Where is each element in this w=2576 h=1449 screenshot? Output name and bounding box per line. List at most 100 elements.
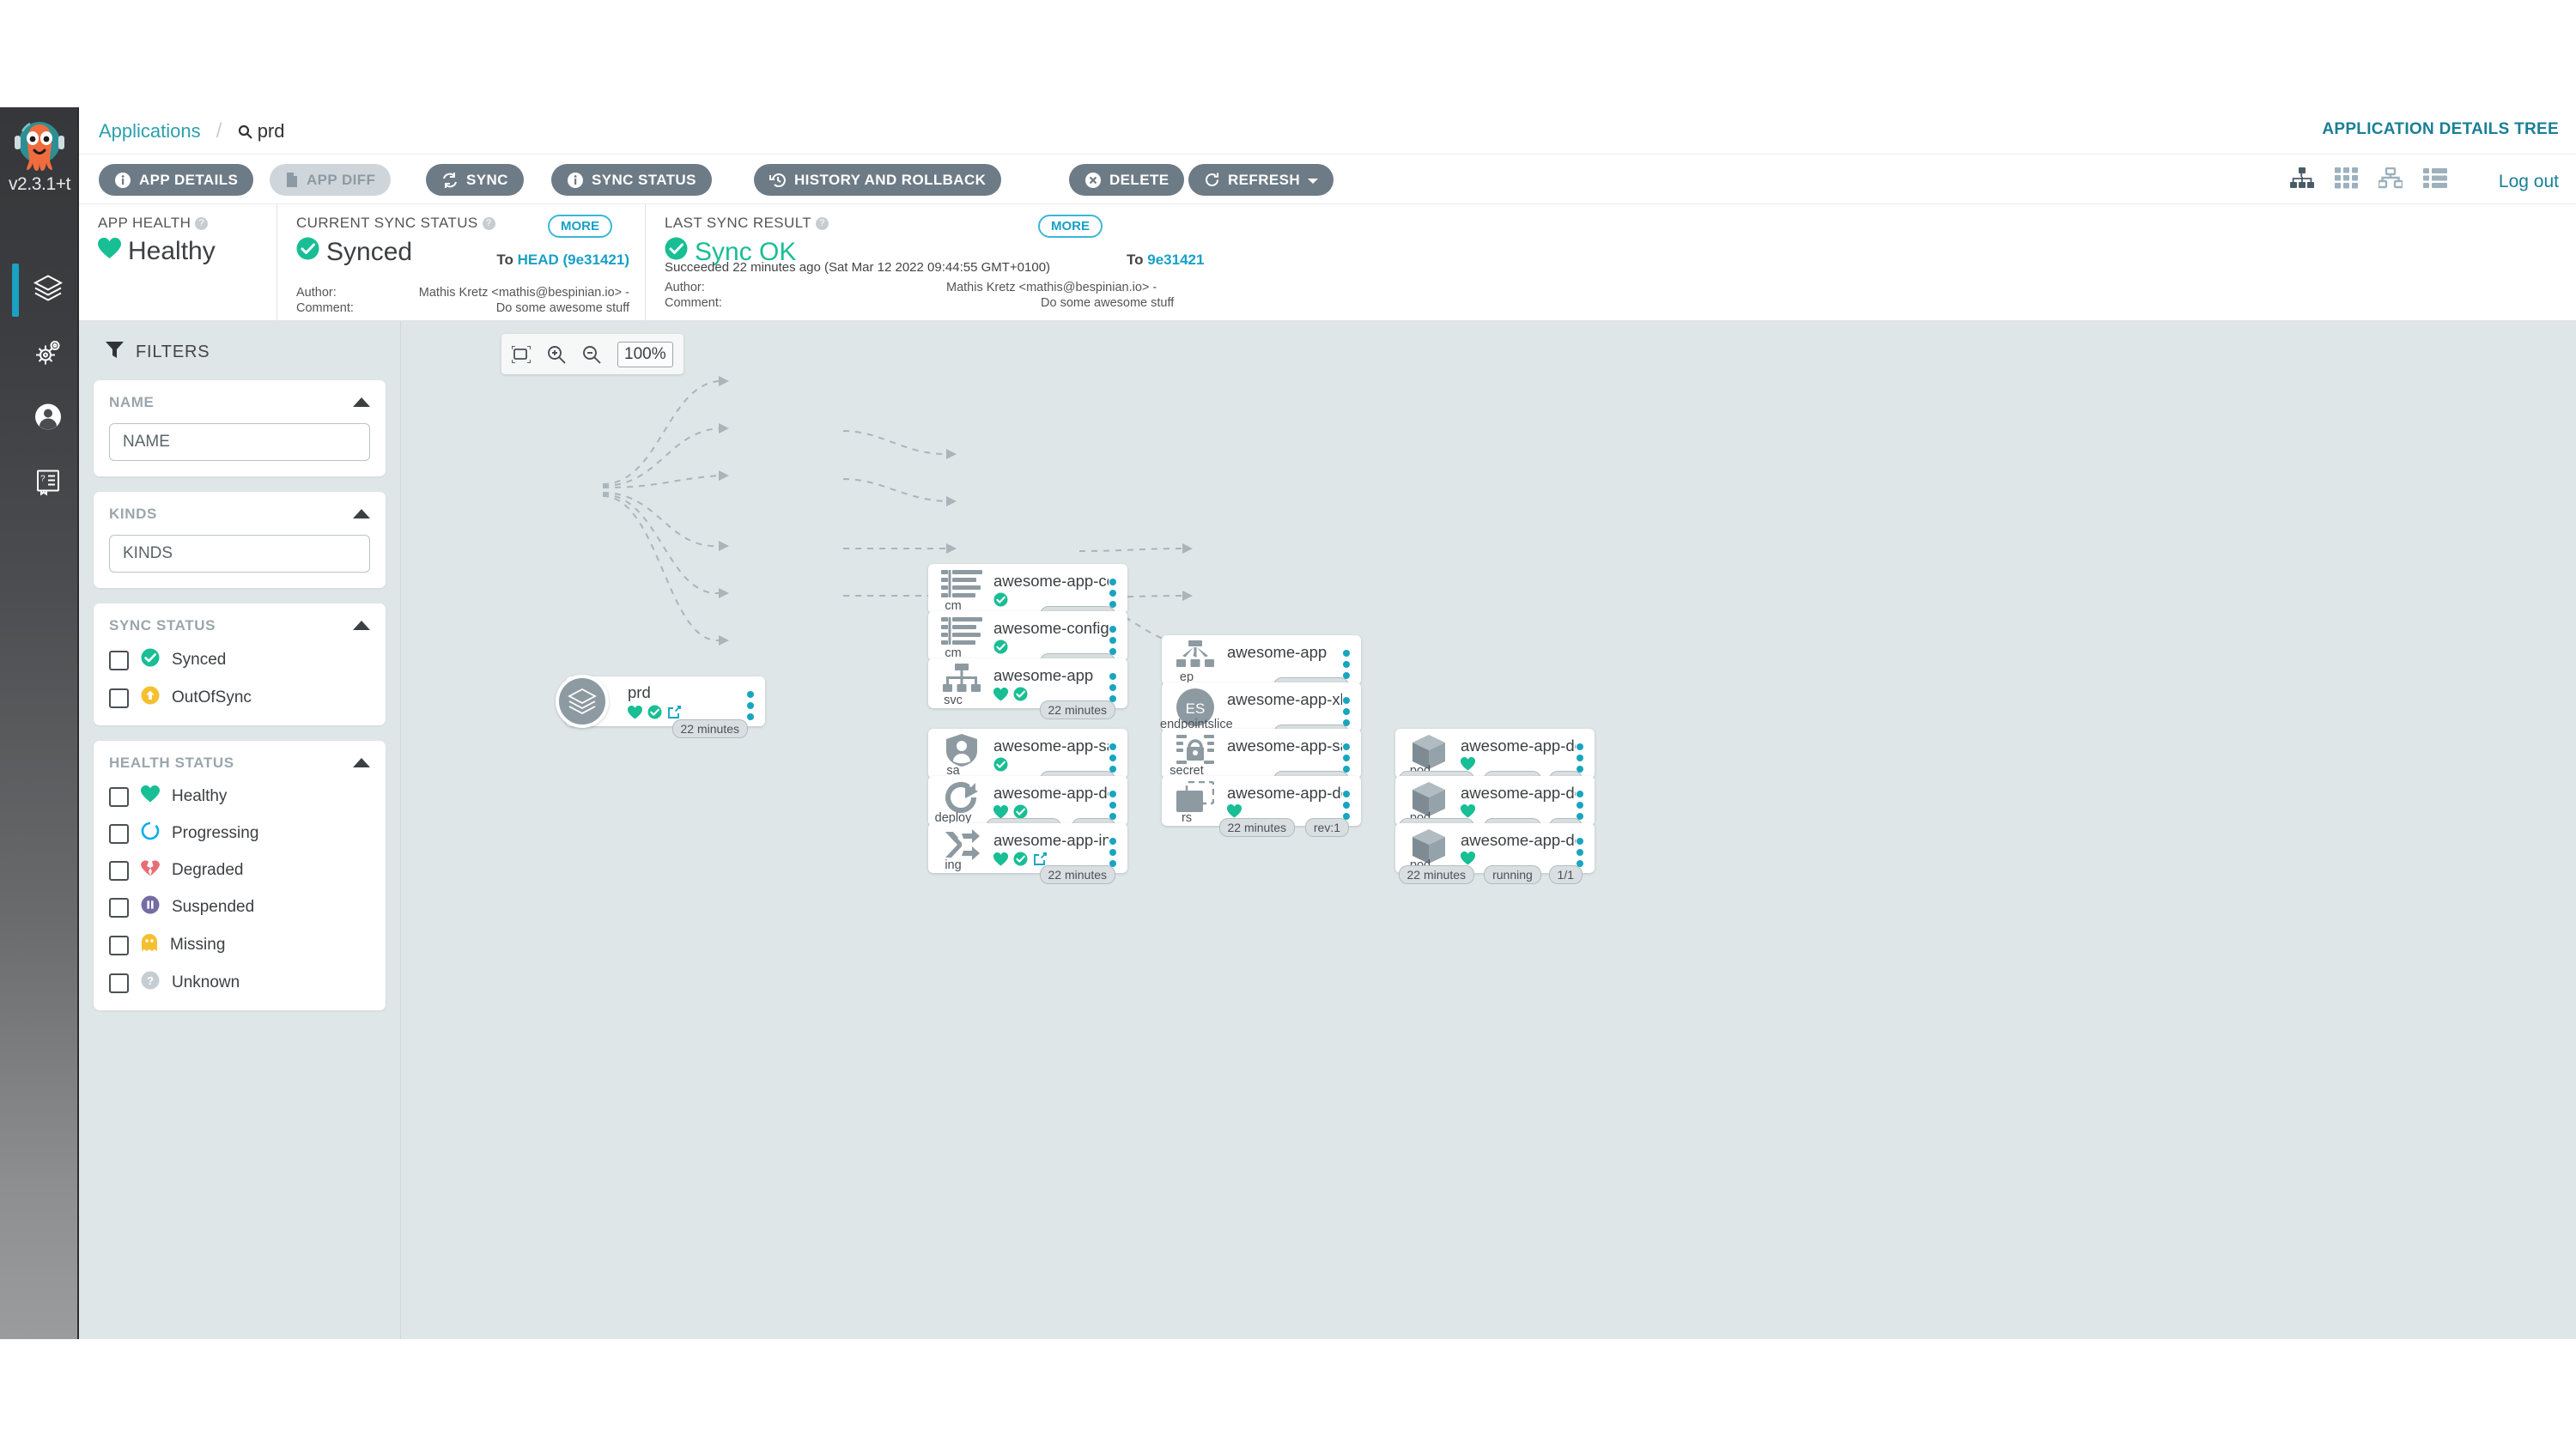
- current-sync-more-button[interactable]: MORE: [548, 215, 612, 238]
- logout-button[interactable]: Log out: [2498, 172, 2559, 191]
- last-sync-revision-link[interactable]: 9e31421: [1147, 252, 1205, 268]
- sync-button[interactable]: SYNC: [426, 164, 524, 196]
- application-tree-graph[interactable]: 100%: [401, 321, 2576, 1339]
- filter-name-header-row[interactable]: NAME: [109, 394, 370, 411]
- sidebar-item-settings[interactable]: [0, 326, 79, 383]
- app-diff-button[interactable]: APP DIFF: [270, 164, 392, 196]
- graph-node-ep[interactable]: ep awesome-app 22 minutes: [1162, 635, 1361, 696]
- graph-node-rs[interactable]: rs awesome-app-deployment-7fd... rev:122…: [1162, 776, 1361, 837]
- chevron-down-icon: [1308, 172, 1319, 189]
- ingress-icon: [939, 828, 985, 865]
- graph-node-es[interactable]: ES endpointslice awesome-app-xbw2g 22 mi…: [1160, 682, 1361, 743]
- list-icon[interactable]: [2423, 167, 2447, 193]
- delete-label: DELETE: [1109, 171, 1170, 188]
- external-link-icon[interactable]: [667, 705, 682, 724]
- node-menu-button[interactable]: [1109, 838, 1116, 871]
- sidebar-item-applications[interactable]: [0, 262, 79, 318]
- filter-option-missing[interactable]: Missing: [109, 933, 370, 957]
- zoom-level[interactable]: 100%: [617, 341, 673, 367]
- refresh-button[interactable]: REFRESH: [1188, 164, 1334, 196]
- node-menu-button[interactable]: [1577, 791, 1583, 824]
- breadcrumb-applications[interactable]: Applications: [99, 120, 201, 142]
- checkbox-missing[interactable]: [109, 935, 129, 955]
- graph-node-svc[interactable]: svc awesome-app 22 minutes: [928, 658, 1127, 719]
- checkbox-degraded[interactable]: [109, 860, 129, 881]
- grid-icon[interactable]: [2335, 167, 2358, 193]
- node-menu-button[interactable]: [1109, 626, 1116, 659]
- node-menu-button[interactable]: [1343, 650, 1350, 683]
- node-menu-button[interactable]: [1109, 579, 1116, 612]
- tree-icon[interactable]: [2290, 167, 2314, 193]
- external-link-icon[interactable]: [1033, 852, 1048, 870]
- last-sync-more-button[interactable]: MORE: [1038, 215, 1103, 238]
- filter-option-outofsync[interactable]: OutOfSync: [109, 686, 370, 710]
- sync-status-button[interactable]: SYNC STATUS: [551, 164, 712, 196]
- refresh-icon: [1204, 172, 1220, 188]
- zoom-out-icon[interactable]: [582, 345, 601, 364]
- checkbox-healthy[interactable]: [109, 786, 129, 807]
- checkbox-outofsync[interactable]: [109, 688, 129, 708]
- last-sync-author-label: Author:: [665, 281, 705, 294]
- help-icon[interactable]: ?: [195, 217, 209, 230]
- node-menu-button[interactable]: [1109, 791, 1116, 824]
- zoom-in-icon[interactable]: [547, 345, 566, 364]
- horizontal-scrollbar-track[interactable]: [723, 1331, 2576, 1339]
- help-icon[interactable]: ?: [482, 217, 495, 230]
- file-icon: [285, 172, 299, 188]
- chevron-up-icon[interactable]: [353, 394, 370, 411]
- node-menu-button[interactable]: [1343, 791, 1350, 824]
- fit-to-screen-icon[interactable]: [512, 345, 531, 363]
- check-circle-icon: [993, 640, 1008, 658]
- node-badges: [1460, 803, 1476, 822]
- graph-node-secret[interactable]: secret awesome-app-sa-token-64z88 22 min…: [1162, 729, 1361, 790]
- graph-node-cm2[interactable]: cm awesome-config-5g8mhd4kcb 22 minutes: [928, 611, 1127, 672]
- node-menu-button[interactable]: [1109, 743, 1116, 777]
- filter-option-synced[interactable]: Synced: [109, 648, 370, 672]
- filter-kinds-header-row[interactable]: KINDS: [109, 506, 370, 523]
- node-badges: [1460, 851, 1476, 870]
- sidebar-item-documentation[interactable]: ?: [0, 455, 79, 512]
- check-circle-icon: [647, 705, 662, 724]
- chevron-up-icon[interactable]: [353, 506, 370, 523]
- graph-node-sa[interactable]: sa awesome-app-sa 22 minutes: [928, 729, 1127, 790]
- graph-node-pod2[interactable]: pod awesome-app-deployment-7fd... 1/1run…: [1395, 776, 1595, 837]
- filter-option-healthy[interactable]: Healthy: [109, 785, 370, 808]
- filter-health-header-row[interactable]: HEALTH STATUS: [109, 755, 370, 772]
- pod-icon: [1406, 781, 1452, 822]
- help-icon[interactable]: ?: [816, 217, 829, 230]
- checkbox-unknown[interactable]: [109, 973, 129, 993]
- name-filter-input[interactable]: [109, 423, 370, 461]
- filter-option-progressing[interactable]: Progressing: [109, 822, 370, 846]
- delete-button[interactable]: DELETE: [1069, 164, 1185, 196]
- kinds-filter-input[interactable]: [109, 535, 370, 573]
- filter-option-unknown[interactable]: ? Unknown: [109, 971, 370, 995]
- sidebar-item-user-info[interactable]: [0, 391, 79, 447]
- graph-node-ing[interactable]: ing awesome-app-ingress 22 minutes: [928, 823, 1127, 884]
- filter-option-unknown-label: Unknown: [172, 973, 240, 991]
- filter-option-suspended[interactable]: Suspended: [109, 895, 370, 919]
- filter-sync-header-row[interactable]: SYNC STATUS: [109, 617, 370, 634]
- graph-node-pod3[interactable]: pod awesome-app-deployment-7fd... 1/1run…: [1395, 823, 1595, 884]
- arrow-up-circle-icon: [141, 686, 160, 710]
- checkbox-suspended[interactable]: [109, 897, 129, 918]
- checkbox-progressing[interactable]: [109, 823, 129, 844]
- graph-node-cm1[interactable]: cm awesome-app-config 22 minutes: [928, 564, 1127, 625]
- graph-node-deploy[interactable]: deploy awesome-app-deployment rev:122 mi…: [928, 776, 1127, 837]
- checkbox-synced[interactable]: [109, 650, 129, 670]
- node-menu-button[interactable]: [1343, 697, 1350, 731]
- chevron-up-icon[interactable]: [353, 617, 370, 634]
- history-rollback-button[interactable]: HISTORY AND ROLLBACK: [754, 164, 1002, 196]
- graph-node-pod1[interactable]: pod awesome-app-deployment-7fd... 1/1run…: [1395, 729, 1595, 790]
- node-menu-button[interactable]: [1577, 743, 1583, 777]
- node-menu-button[interactable]: [1109, 673, 1116, 706]
- chevron-up-icon[interactable]: [353, 755, 370, 772]
- root-node-menu-button[interactable]: [747, 691, 754, 724]
- node-menu-button[interactable]: [1577, 838, 1583, 871]
- filter-option-degraded[interactable]: Degraded: [109, 859, 370, 882]
- funnel-icon: [105, 340, 125, 365]
- current-sync-revision-link[interactable]: HEAD (9e31421): [517, 252, 629, 268]
- node-menu-button[interactable]: [1343, 743, 1350, 777]
- node-name: awesome-app-deployment-7fd...: [1461, 784, 1576, 802]
- network-icon[interactable]: [2377, 167, 2404, 193]
- app-details-button[interactable]: APP DETAILS: [99, 164, 254, 196]
